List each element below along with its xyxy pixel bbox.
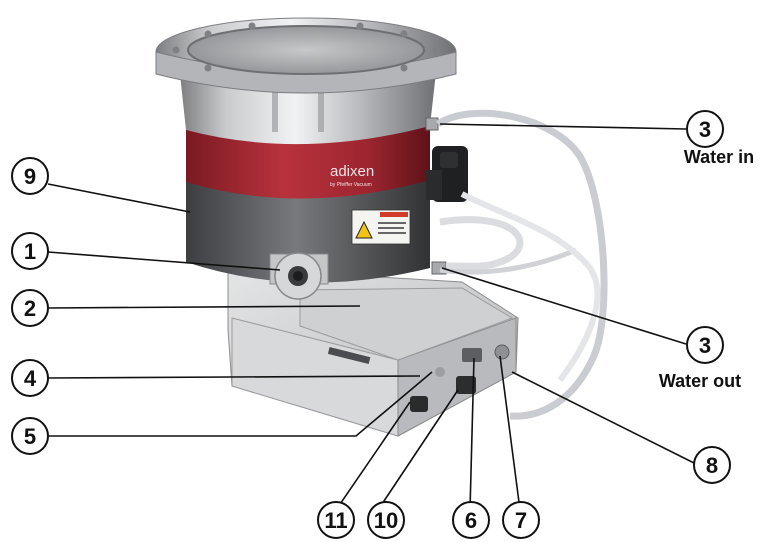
callout-number: 3	[699, 117, 711, 142]
vent-port	[269, 252, 329, 300]
callout-11: 11	[317, 501, 355, 539]
callout-number: 3	[699, 333, 711, 358]
callout-4: 4	[11, 359, 49, 397]
callout-number: 2	[24, 296, 36, 321]
callout-6: 6	[452, 501, 490, 539]
water-in-fitting	[425, 117, 439, 131]
callout-3-water-out: 3 Water out	[659, 326, 741, 391]
connector-panel	[410, 344, 510, 412]
rating-label	[327, 347, 371, 364]
callout-number: 1	[24, 239, 36, 264]
callout-caption: Water out	[659, 371, 741, 391]
mains-connector	[426, 146, 468, 202]
callout-number: 9	[24, 164, 36, 189]
callout-3-water-in: 3 Water in	[684, 110, 754, 167]
callout-2: 2	[11, 289, 49, 327]
callout-number: 4	[24, 366, 37, 391]
callout-1: 1	[11, 232, 49, 270]
callout-5: 5	[11, 417, 49, 455]
callout-10: 10	[367, 501, 405, 539]
callout-number: 7	[515, 508, 527, 533]
callout-7: 7	[502, 501, 540, 539]
callout-number: 6	[465, 508, 477, 533]
callout-number: 8	[706, 453, 718, 478]
brand-logo: adixen	[330, 163, 374, 180]
callout-number: 11	[324, 508, 347, 533]
callout-caption: Water in	[684, 147, 754, 167]
leader-lines	[47, 123, 695, 511]
callout-number: 10	[374, 508, 398, 533]
pump-body: adixen by Pfeiffer Vacuum	[155, 17, 608, 437]
callout-8: 8	[693, 446, 731, 484]
brand-sub: by Pfeiffer Vacuum	[330, 182, 372, 188]
callout-9: 9	[11, 157, 49, 195]
warning-sticker	[351, 209, 411, 245]
water-hose-out	[439, 216, 524, 270]
cable	[460, 191, 601, 382]
callout-number: 5	[24, 424, 36, 449]
